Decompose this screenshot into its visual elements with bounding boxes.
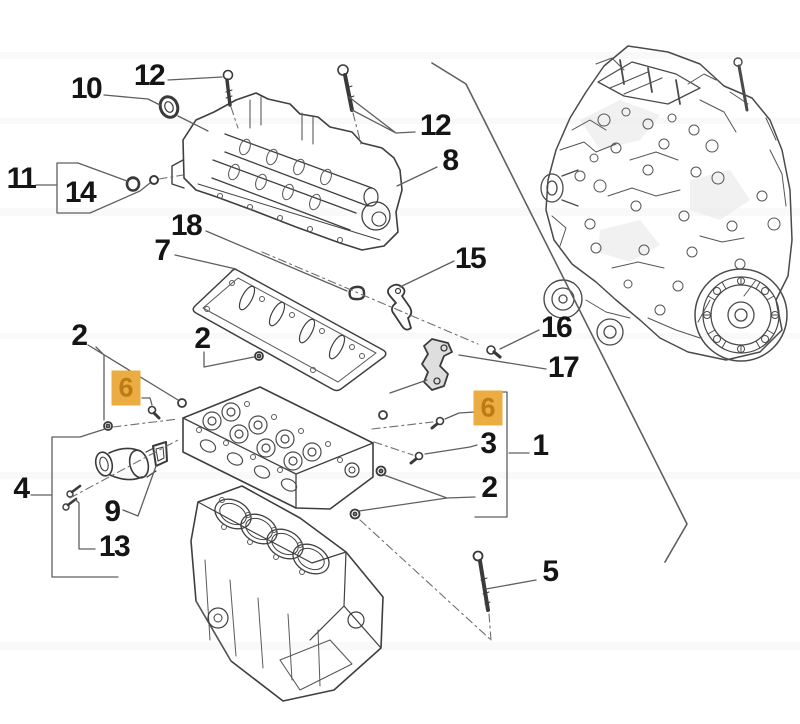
small-seal-art <box>348 285 366 301</box>
cap-and-ring-art <box>125 175 159 192</box>
callout-12-left: 12 <box>133 59 166 92</box>
cylinder-head-art <box>182 386 374 510</box>
bolt-16-art <box>486 345 502 359</box>
bracket-15-art <box>387 283 413 331</box>
callout-16: 16 <box>540 311 573 344</box>
cam-cover-art <box>171 92 403 251</box>
stud-screws-art <box>147 405 445 465</box>
background-texture <box>0 208 800 216</box>
callout-9: 9 <box>104 495 121 528</box>
bracket-17-art <box>421 338 453 391</box>
callout-17: 17 <box>547 351 580 384</box>
callout-15: 15 <box>454 242 487 275</box>
callout-14: 14 <box>64 176 97 209</box>
small-bolt-art <box>222 69 234 107</box>
engine-pointer-line <box>431 62 688 563</box>
callout-4: 4 <box>13 472 30 505</box>
callout-2-middle: 2 <box>194 322 211 355</box>
centerlines <box>69 106 492 641</box>
background-texture <box>0 52 800 59</box>
gasket-art <box>192 268 387 392</box>
callout-10: 10 <box>70 72 103 105</box>
background-texture <box>0 333 800 339</box>
head-bolt-holes-art <box>103 351 388 520</box>
callout-7: 7 <box>154 234 171 267</box>
callout-2-left: 2 <box>71 319 88 352</box>
callout-11: 11 <box>6 162 37 195</box>
leader-lines <box>30 76 547 590</box>
callout-2-right: 2 <box>481 471 498 504</box>
background-texture <box>0 642 800 650</box>
callout-5: 5 <box>542 555 559 588</box>
callout-18: 18 <box>170 209 203 242</box>
background-texture <box>0 472 800 479</box>
engine-assembly-art <box>540 45 793 362</box>
callout-1: 1 <box>532 429 549 462</box>
water-outlet-art <box>62 441 168 511</box>
stud-5-art <box>472 550 491 612</box>
callout-3: 3 <box>480 427 497 460</box>
engine-block-art <box>190 485 384 702</box>
callout-6-left: 6 <box>111 370 141 406</box>
callout-13: 13 <box>98 530 131 563</box>
callout-12-right: 12 <box>419 109 452 142</box>
background-texture <box>0 118 800 124</box>
seal-ring-art <box>158 95 180 119</box>
callout-6-right: 6 <box>473 390 503 426</box>
callout-8: 8 <box>442 144 459 177</box>
